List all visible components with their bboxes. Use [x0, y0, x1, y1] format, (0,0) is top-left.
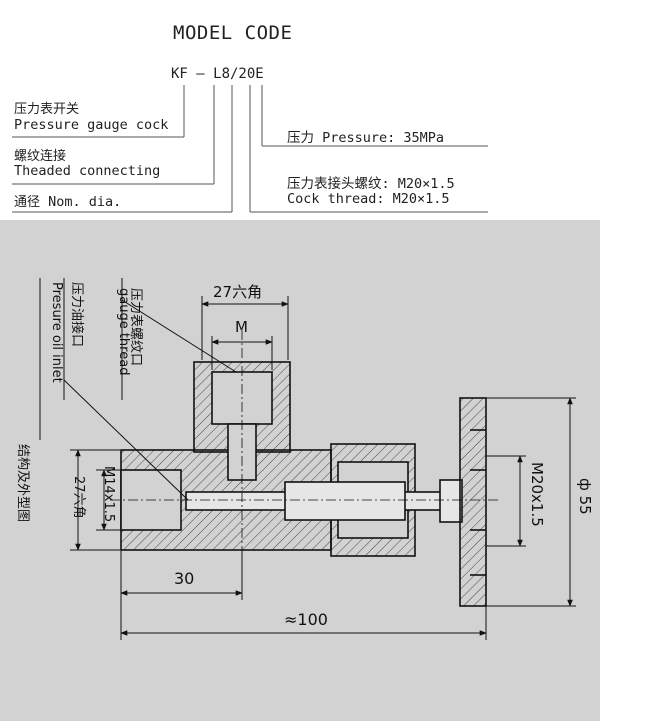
legend-nom-dia: 通径 Nom. dia.	[14, 194, 122, 210]
legend-pressure: 压力 Pressure: 35MPa	[287, 130, 445, 146]
dim-top-hex: 27六角	[213, 283, 263, 301]
callout-oil-inlet-en: Presure oil inlet	[49, 282, 64, 383]
callout-gauge-thread-en: gauge thread	[116, 288, 131, 376]
legend-cock-thread-cn: 压力表接头螺纹: M20×1.5	[287, 176, 455, 192]
dim-left-thread: M14x1.5	[101, 466, 116, 523]
handwheel	[459, 397, 487, 607]
dim-handwheel-diameter: ф 55	[576, 478, 594, 515]
callout-outline-cn: 结构及外型图	[15, 444, 30, 523]
legend-gauge-cock-en: Pressure gauge cock	[14, 117, 169, 133]
dim-inlet-length: 30	[174, 569, 195, 588]
dim-total-length: ≈100	[284, 610, 328, 629]
legend-cock-thread-en: Cock thread: M20×1.5	[287, 191, 450, 207]
dim-left-hex: 27六角	[71, 476, 86, 519]
legend-thread-cn: 螺纹连接	[14, 149, 67, 164]
callout-oil-inlet-cn: 压力油接口	[69, 282, 84, 348]
legend-thread-en: Theaded connecting	[14, 163, 161, 179]
legend-gauge-cock-cn: 压力表开关	[14, 102, 80, 117]
dim-top-thread: M	[235, 318, 248, 336]
dim-cock-thread: M20x1.5	[528, 462, 546, 527]
model-code-string: KF — L8/20E	[171, 66, 264, 82]
model-code-title: MODEL CODE	[173, 22, 293, 44]
